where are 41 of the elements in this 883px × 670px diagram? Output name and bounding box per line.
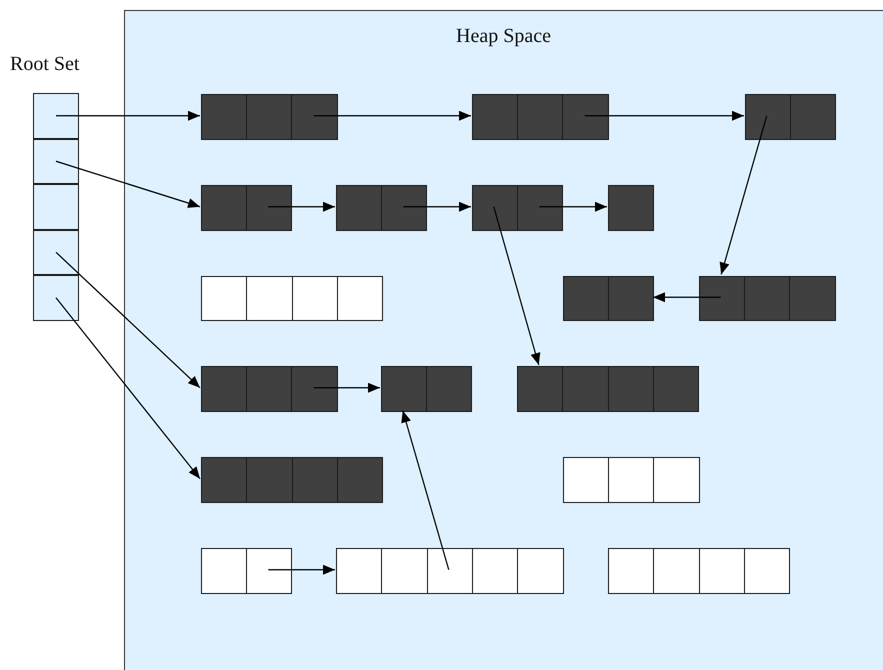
root-cell	[33, 275, 79, 320]
free-block	[201, 276, 383, 321]
object-block	[381, 366, 472, 412]
arrow	[539, 202, 607, 212]
arrow	[314, 382, 380, 393]
root-set-label: Root Set	[10, 53, 80, 76]
object-block	[472, 94, 608, 140]
free-block	[336, 548, 564, 594]
arrow	[584, 110, 744, 121]
root-cell	[33, 230, 79, 275]
object-block	[201, 185, 292, 230]
arrow	[268, 202, 335, 212]
arrow	[56, 160, 200, 208]
object-block	[699, 276, 836, 321]
object-block	[563, 276, 654, 321]
arrow	[493, 206, 540, 366]
arrow	[314, 110, 471, 121]
arrow	[268, 564, 335, 575]
root-cell	[33, 138, 79, 184]
arrow	[653, 292, 721, 302]
object-block	[608, 185, 654, 230]
free-block	[201, 548, 292, 594]
object-block	[336, 185, 427, 230]
object-block	[517, 366, 699, 412]
object-block	[201, 366, 338, 412]
free-block	[563, 457, 700, 502]
arrow	[403, 202, 471, 212]
arrow	[401, 410, 450, 570]
root-cell	[33, 184, 79, 230]
arrow	[720, 116, 768, 275]
root-cell	[33, 93, 79, 138]
arrow	[56, 297, 200, 480]
object-block	[472, 185, 563, 230]
object-block	[745, 94, 836, 140]
object-block	[201, 457, 383, 502]
heap-area	[124, 10, 883, 670]
object-block	[201, 94, 338, 140]
arrow	[56, 110, 200, 121]
heap-space-label: Heap Space	[456, 25, 551, 48]
arrow	[56, 252, 200, 388]
free-block	[608, 548, 790, 594]
